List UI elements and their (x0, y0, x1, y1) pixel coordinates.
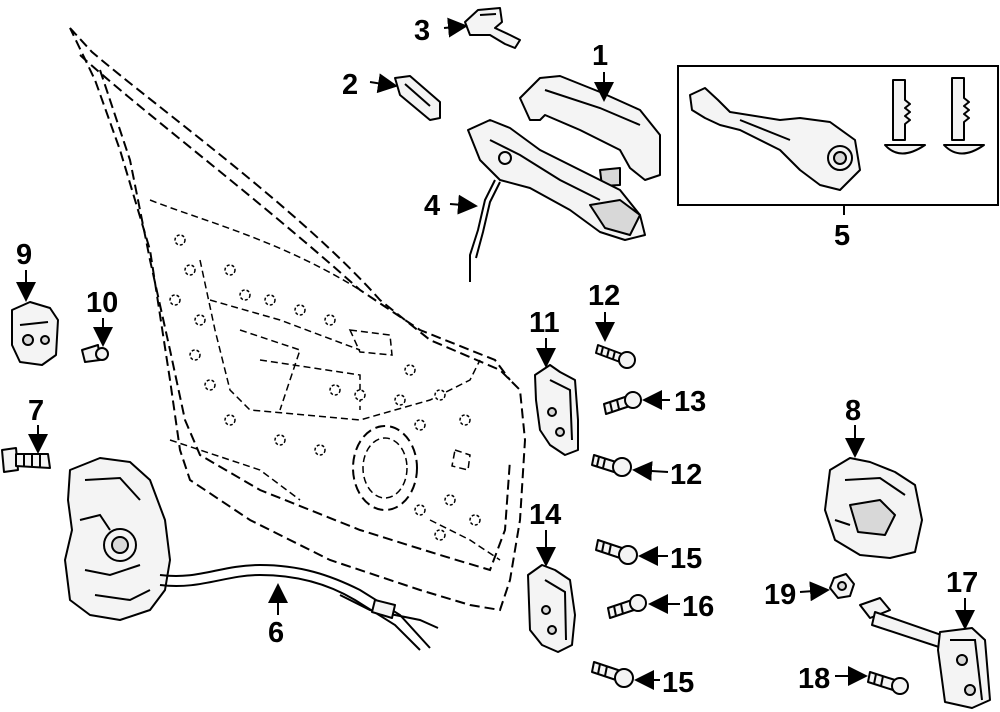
callout-7: 7 (28, 395, 44, 427)
callout-11: 11 (529, 307, 560, 339)
callout-8: 8 (845, 395, 861, 427)
part-13-bolt (603, 391, 642, 415)
callout-14: 14 (529, 499, 561, 531)
part-11-upper-hinge (534, 364, 579, 456)
part-17-door-check (859, 597, 991, 709)
callout-6: 6 (268, 617, 284, 649)
callout-10: 10 (86, 287, 118, 319)
callout-15-upper: 15 (670, 543, 702, 575)
part-10-clip (81, 344, 109, 363)
part-4-handle-frame (467, 119, 646, 282)
callout-5: 5 (834, 220, 850, 252)
leader-lines (16, 17, 975, 690)
part-18-bolt (867, 671, 909, 695)
callout-labels: 1 2 3 4 5 6 7 8 9 10 11 12 13 12 14 15 1… (16, 15, 978, 699)
part-16-bolt (607, 594, 647, 619)
callout-2: 2 (342, 69, 358, 101)
callout-15-lower: 15 (662, 667, 694, 699)
part-12-bolt-lower (591, 454, 632, 477)
part-3-bracket (464, 7, 521, 49)
callout-12-lower: 12 (670, 459, 702, 491)
callout-16: 16 (682, 591, 714, 623)
callout-4: 4 (424, 190, 440, 222)
callout-17: 17 (946, 567, 978, 599)
callout-3: 3 (414, 15, 430, 47)
part-8-cover (824, 457, 923, 559)
part-9-bracket (11, 301, 59, 366)
part-5-key-cylinder-set (677, 65, 999, 206)
part-14-lower-hinge (527, 564, 576, 653)
door-shell (69, 27, 527, 612)
part-6-lock-actuator (64, 457, 439, 651)
part-15-bolt-upper (595, 539, 638, 565)
callout-12-upper: 12 (588, 280, 620, 312)
part-1-outer-handle (519, 75, 661, 187)
part-2-pad (394, 75, 441, 121)
part-12-bolt-upper (595, 344, 636, 369)
callout-1: 1 (592, 40, 608, 72)
callout-13: 13 (674, 386, 706, 418)
part-7-bolt (1, 447, 51, 473)
callout-19: 19 (764, 579, 796, 611)
callout-18: 18 (798, 663, 830, 695)
callout-9: 9 (16, 239, 32, 271)
part-15-bolt-lower (591, 661, 634, 688)
part-19-nut (829, 573, 855, 599)
